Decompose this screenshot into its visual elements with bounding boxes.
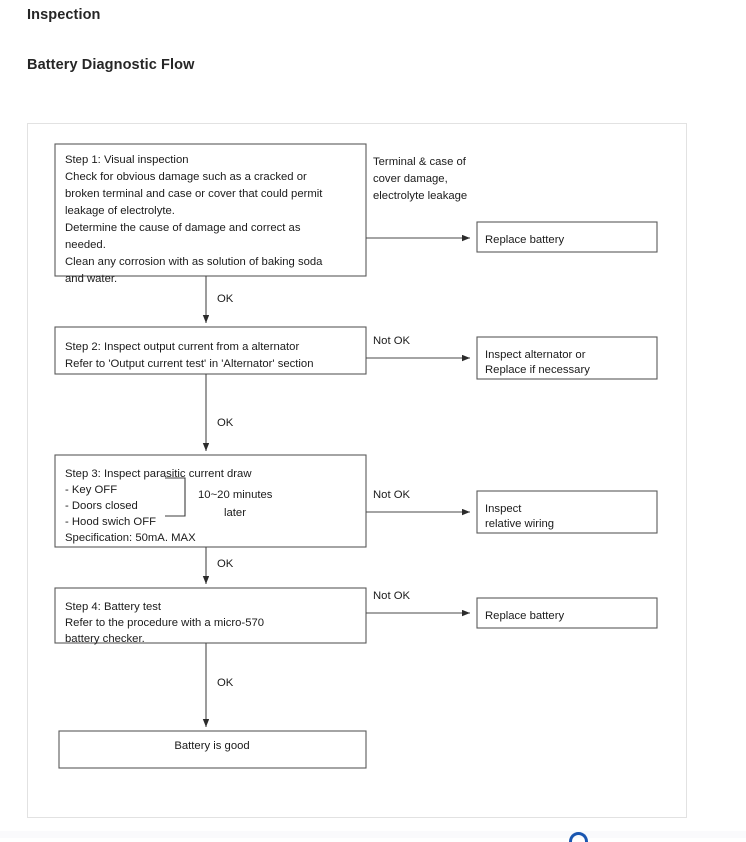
step-1-line-7: and water. [65, 273, 117, 285]
edge-label-ok-4: OK [217, 677, 234, 689]
outcome-2-box [476, 336, 658, 380]
terminal-good-box [58, 730, 367, 769]
edge-label-notok-4: Not OK [373, 590, 411, 602]
step-4-box [54, 587, 367, 644]
outcome-4-line-0: Replace battery [485, 610, 564, 622]
edge-label-ok-1: OK [217, 293, 234, 305]
note-1-line-1: cover damage, [373, 173, 448, 185]
grouping-bracket-icon [165, 477, 186, 517]
outcome-2-line-0: Inspect alternator or [485, 349, 586, 361]
step-1-line-0: Step 1: Visual inspection [65, 154, 189, 166]
outcome-3-box [476, 490, 658, 534]
step-1-line-4: Determine the cause of damage and correc… [65, 222, 301, 234]
battery-diagnostic-flowchart: Step 1: Visual inspection Check for obvi… [54, 143, 658, 769]
step-3-line-4: Specification: 50mA. MAX [65, 532, 196, 544]
outcome-1-line-0: Replace battery [485, 234, 564, 246]
step-1-line-6: Clean any corrosion with as solution of … [65, 256, 323, 268]
step-1-box [54, 143, 367, 277]
step-1-line-1: Check for obvious damage such as a crack… [65, 171, 307, 183]
diagram-title: Battery Diagnostic Flow [27, 57, 195, 73]
step-3-annotation-line-0: 10~20 minutes [198, 489, 273, 501]
page-bottom-strip [0, 831, 746, 838]
step-2-box [54, 326, 367, 375]
step-3-annotation-line-1: later [224, 507, 246, 519]
outcome-2-line-1: Replace if necessary [485, 364, 590, 376]
edge-label-ok-2: OK [217, 417, 234, 429]
step-3-box [54, 454, 367, 548]
step-1-line-3: leakage of electrolyte. [65, 205, 175, 217]
step-4-line-0: Step 4: Battery test [65, 601, 162, 613]
note-1-line-2: electrolyte leakage [373, 190, 467, 202]
step-4-line-2: battery checker. [65, 633, 145, 645]
step-1-line-5: needed. [65, 239, 106, 251]
edge-label-ok-3: OK [217, 558, 234, 570]
outcome-3-line-0: Inspect [485, 503, 522, 515]
step-3-line-2: - Doors closed [65, 500, 138, 512]
step-4-line-1: Refer to the procedure with a micro-570 [65, 617, 264, 629]
outcome-1-box [476, 221, 658, 253]
loading-indicator-icon [569, 832, 588, 842]
step-3-line-1: - Key OFF [65, 484, 117, 496]
edge-label-notok-3: Not OK [373, 489, 411, 501]
outcome-4-box [476, 597, 658, 629]
page-header: Inspection Battery Diagnostic Flow [0, 0, 746, 73]
page-title: Inspection [27, 7, 101, 23]
outcome-3-line-1: relative wiring [485, 518, 554, 530]
edge-label-notok-2: Not OK [373, 335, 411, 347]
step-1-line-2: broken terminal and case or cover that c… [65, 188, 323, 200]
diagram-container: Step 1: Visual inspection Check for obvi… [27, 123, 687, 818]
step-3-line-3: - Hood swich OFF [65, 516, 156, 528]
terminal-good-label: Battery is good [174, 740, 249, 752]
step-2-line-1: Refer to 'Output current test' in 'Alter… [65, 358, 314, 370]
step-2-line-0: Step 2: Inspect output current from a al… [65, 341, 299, 353]
step-3-line-0: Step 3: Inspect parasitic current draw [65, 468, 252, 480]
note-1-line-0: Terminal & case of [373, 156, 467, 168]
